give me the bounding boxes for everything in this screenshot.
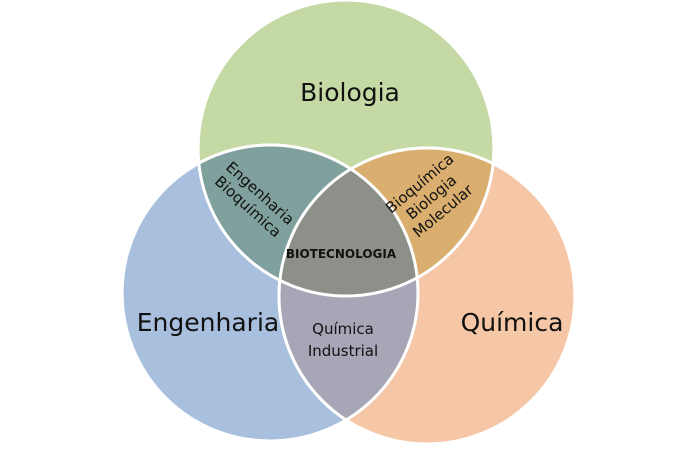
label-biologia: Biologia bbox=[300, 78, 400, 107]
label-biotecnologia: BIOTECNOLOGIA bbox=[286, 247, 397, 261]
label-quim-ind-line-2: Industrial bbox=[308, 342, 378, 360]
label-quimica: Química bbox=[461, 308, 564, 337]
outline-biologia bbox=[196, 0, 496, 298]
outline-engenharia bbox=[120, 143, 420, 443]
label-quim-ind-line-1: Química bbox=[312, 320, 374, 338]
overlap-all bbox=[279, 148, 418, 296]
label-engenharia: Engenharia bbox=[137, 308, 279, 337]
outline-quimica bbox=[277, 146, 577, 446]
